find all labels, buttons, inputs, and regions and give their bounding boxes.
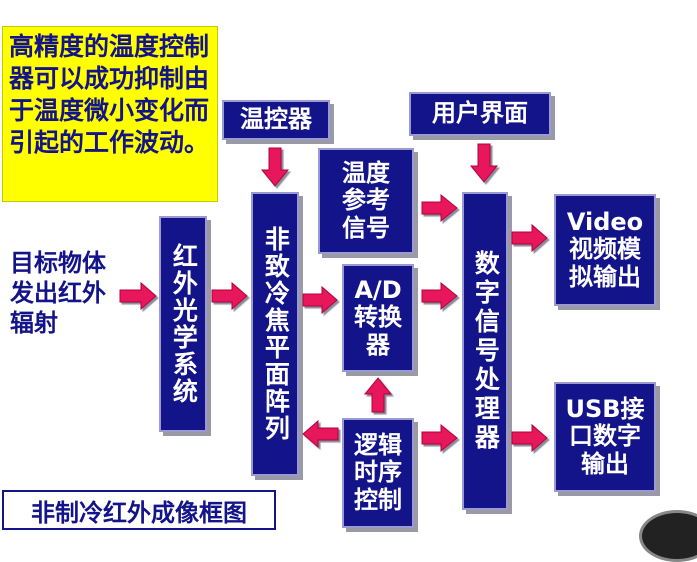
description-note: 高精度的温度控制器可以成功抑制由于温度微小变化而引起的工作波动。 xyxy=(2,26,218,202)
arrow-dsp-to-usb xyxy=(511,423,548,453)
fpa-box: 非致冷焦平面阵列 xyxy=(251,192,299,476)
arrow-source-to-optics xyxy=(119,281,157,311)
arrow-controller-to-fpa xyxy=(260,147,290,187)
arrow-dsp-to-video xyxy=(511,223,548,253)
video-output-box: Video视频模拟输出 xyxy=(554,194,656,306)
usb-output-box: USB接口数字输出 xyxy=(554,382,656,492)
arrow-timing-to-adc xyxy=(363,377,393,413)
arrow-interface-to-dsp xyxy=(469,143,499,183)
optics-box: 红外光学系统 xyxy=(159,216,207,432)
timing-box: 逻辑时序控制 xyxy=(342,418,414,528)
arrow-timing-to-fpa xyxy=(302,419,339,449)
adc-box: A/D转换器 xyxy=(342,264,414,372)
flow-arrows xyxy=(119,143,548,453)
source-label: 目标物体发出红外辐射 xyxy=(10,249,106,337)
dsp-box: 数字信号处理器 xyxy=(462,192,508,510)
arrow-optics-to-fpa xyxy=(211,281,248,311)
arrow-adc-to-dsp xyxy=(421,281,458,311)
temp-controller-box: 温控器 xyxy=(222,100,330,140)
arrow-reference-to-dsp xyxy=(421,193,458,223)
user-interface-box: 用户界面 xyxy=(409,92,551,136)
arrow-fpa-to-adc xyxy=(302,285,338,315)
arrow-timing-to-dsp xyxy=(421,423,458,453)
diagram-caption: 非制冷红外成像框图 xyxy=(2,490,276,530)
temp-reference-box: 温度参考信号 xyxy=(318,148,414,254)
